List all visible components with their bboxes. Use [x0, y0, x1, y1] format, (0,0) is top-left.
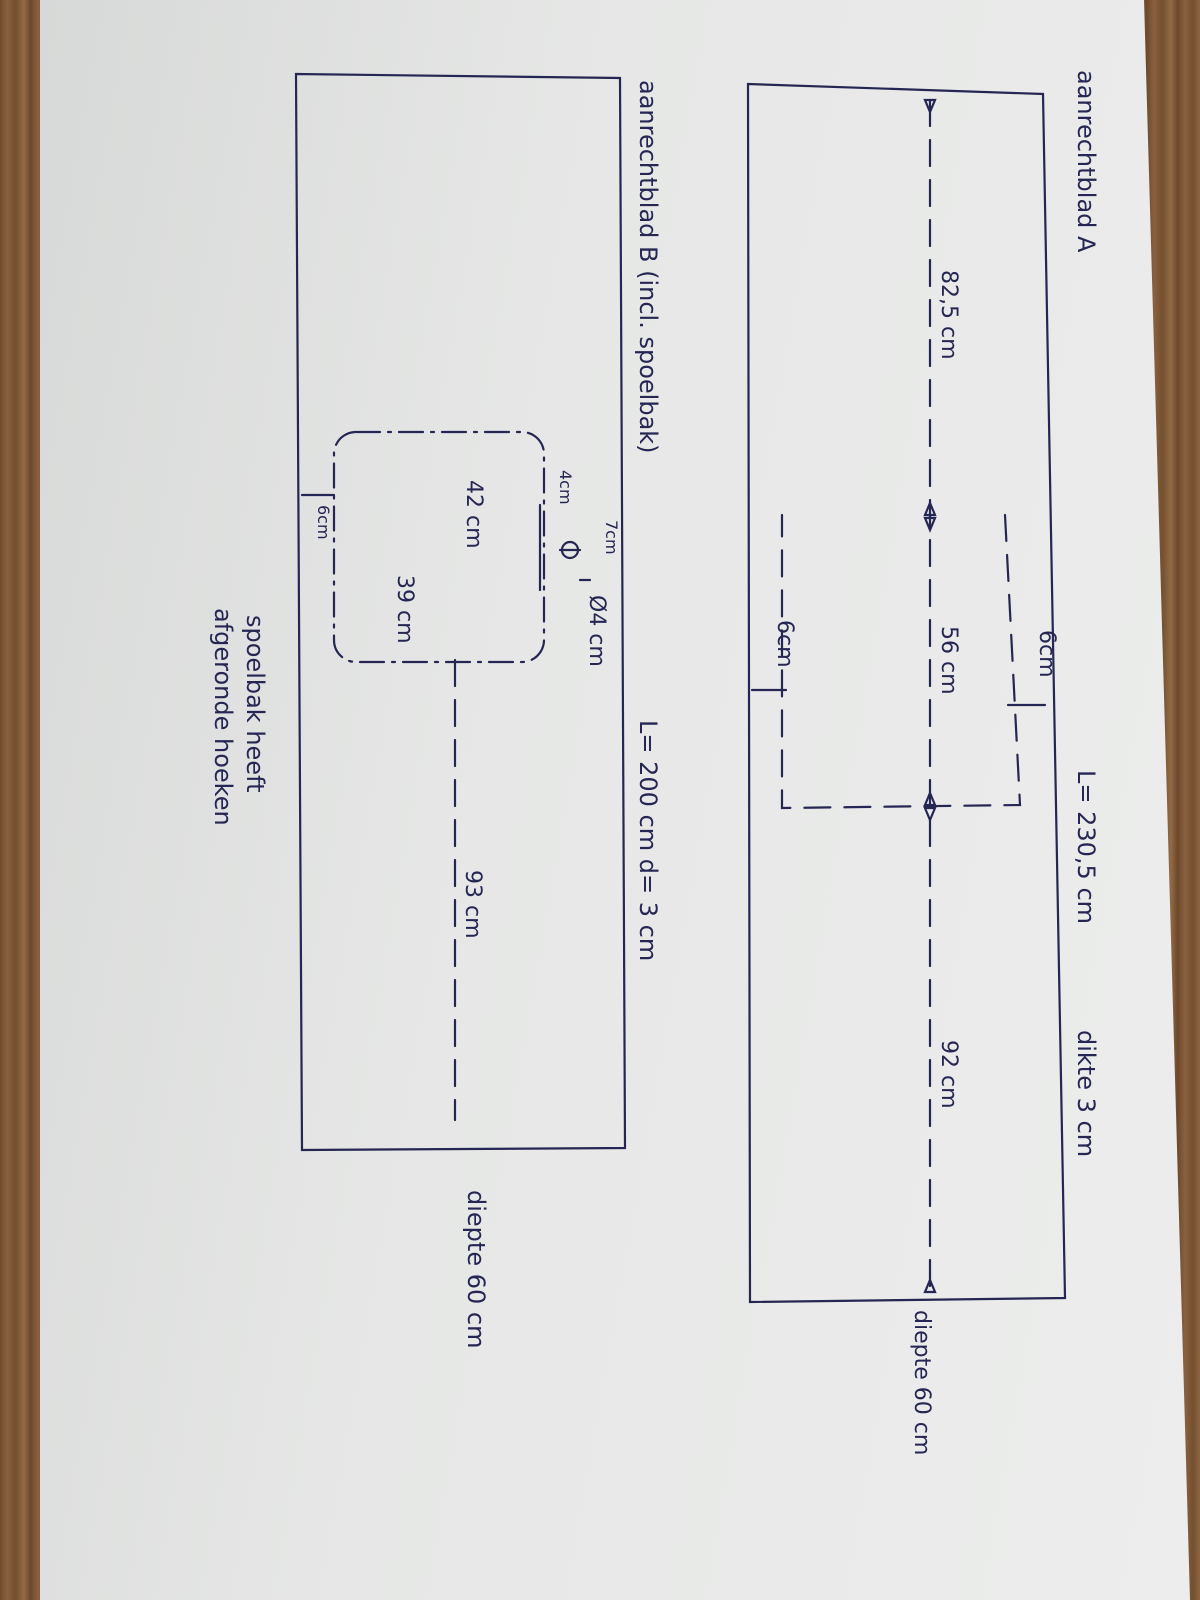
- board-b-sink-outline: [332, 430, 546, 664]
- board-a-segment-middle: 56 cm: [936, 626, 961, 695]
- board-b-note-line1: spoelbak heeft: [241, 615, 269, 793]
- board-a-segment-right: 92 cm: [936, 1040, 961, 1109]
- board-a-title: aanrechtblad A: [1072, 70, 1100, 253]
- arrow-icon: [923, 806, 937, 823]
- board-b-note-line2: afgeronde hoeken: [209, 608, 237, 826]
- board-b-sink-margin: 6cm: [314, 505, 333, 540]
- arrow-icon: [923, 516, 937, 533]
- board-a-cutout-margin-bottom: 6cm: [772, 620, 797, 668]
- board-a-outline: [746, 82, 1067, 1304]
- board-b-tap-diameter: Ø4 cm: [584, 595, 609, 667]
- board-a-segment-left: 82,5 cm: [936, 270, 961, 360]
- board-b-segment-right: 93 cm: [460, 870, 485, 939]
- board-a-length: L= 230,5 cm: [1072, 770, 1100, 924]
- arrow-icon: [923, 790, 937, 807]
- arrow-icon: [923, 1277, 937, 1294]
- board-b-length-thickness: L= 200 cm d= 3 cm: [634, 720, 662, 961]
- board-b-sink-depth: 39 cm: [392, 575, 417, 644]
- arrow-icon: [923, 500, 937, 517]
- arrow-icon: [923, 98, 937, 115]
- board-b-depth: diepte 60 cm: [462, 1190, 490, 1348]
- board-a-cutout-margin-top: 6cm: [1034, 630, 1059, 678]
- board-b-outline: [294, 72, 627, 1152]
- board-b-title: aanrechtblad B (incl. spoelbak): [634, 80, 662, 454]
- board-b-tap-side: 4cm: [556, 470, 575, 505]
- board-a-thickness: dikte 3 cm: [1072, 1030, 1100, 1157]
- board-b-tap-offset: 7cm: [602, 520, 621, 555]
- board-a-depth: diepte 60 cm: [909, 1310, 934, 1455]
- board-a-cutout-outline: [780, 513, 1022, 810]
- board-b-sink-width: 42 cm: [461, 480, 486, 549]
- paper-sheet: [40, 0, 1190, 1600]
